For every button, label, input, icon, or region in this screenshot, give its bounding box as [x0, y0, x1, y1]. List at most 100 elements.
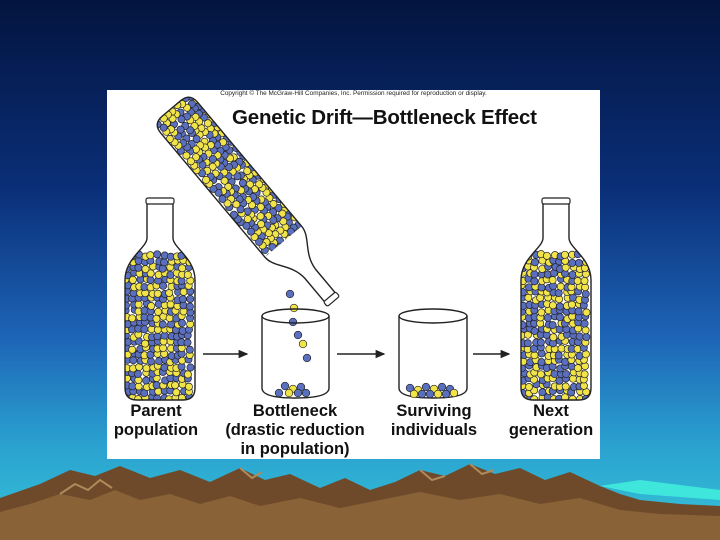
- blue-ball: [575, 308, 582, 315]
- yellow-ball: [549, 302, 556, 309]
- blue-ball: [539, 389, 546, 396]
- blue-ball: [583, 334, 590, 341]
- yellow-ball: [543, 252, 550, 259]
- blue-ball: [531, 259, 538, 266]
- blue-ball: [556, 314, 563, 321]
- surviving-balls: [406, 383, 458, 398]
- blue-ball: [161, 259, 168, 266]
- caption-line: Surviving: [378, 402, 490, 421]
- yellow-ball: [148, 302, 155, 309]
- yellow-ball: [184, 371, 191, 378]
- blue-ball: [187, 295, 194, 302]
- blue-ball: [187, 364, 194, 371]
- yellow-ball: [450, 389, 458, 397]
- caption-bottleneck: Bottleneck (drastic reduction in populat…: [215, 402, 375, 459]
- blue-ball: [556, 303, 563, 310]
- blue-ball: [581, 320, 588, 327]
- yellow-ball: [285, 389, 293, 397]
- yellow-ball: [581, 277, 588, 284]
- blue-ball: [186, 303, 193, 310]
- yellow-ball: [142, 266, 149, 273]
- caption-parent-population: Parent population: [105, 402, 207, 440]
- blue-ball: [569, 271, 576, 278]
- blue-ball: [147, 276, 154, 283]
- copyright-notice: Copyright © The McGraw-Hill Companies, I…: [107, 90, 600, 97]
- blue-ball: [519, 321, 526, 328]
- yellow-ball: [155, 308, 162, 315]
- caption-line: generation: [499, 421, 603, 440]
- mountain-range: [0, 464, 720, 540]
- blue-ball: [143, 377, 150, 384]
- yellow-ball: [550, 334, 557, 341]
- blue-ball: [294, 389, 302, 397]
- falling-balls: [286, 290, 311, 362]
- blue-ball: [538, 359, 545, 366]
- blue-ball: [576, 333, 583, 340]
- caption-line: Next: [499, 402, 603, 421]
- blue-ball: [544, 314, 551, 321]
- blue-ball: [555, 352, 562, 359]
- yellow-ball: [574, 365, 581, 372]
- yellow-ball: [185, 383, 192, 390]
- yellow-ball: [538, 309, 545, 316]
- blue-ball: [153, 382, 160, 389]
- yellow-ball: [166, 315, 173, 322]
- blue-ball: [275, 389, 283, 397]
- blue-ball: [438, 383, 446, 391]
- parent-bottle: [122, 198, 195, 403]
- yellow-ball: [143, 365, 150, 372]
- blue-ball: [442, 390, 450, 398]
- caption-line: individuals: [378, 421, 490, 440]
- blue-ball: [302, 389, 310, 397]
- yellow-ball: [561, 251, 568, 258]
- yellow-ball: [299, 340, 307, 348]
- blue-ball: [524, 340, 531, 347]
- blue-ball: [130, 357, 137, 364]
- yellow-ball: [180, 288, 187, 295]
- blue-ball: [518, 365, 525, 372]
- blue-ball: [161, 364, 168, 371]
- yellow-ball: [155, 388, 162, 395]
- yellow-ball: [290, 304, 298, 312]
- blue-ball: [537, 339, 544, 346]
- yellow-ball: [562, 264, 569, 271]
- yellow-ball: [142, 340, 149, 347]
- yellow-ball: [434, 390, 442, 398]
- blue-ball: [531, 278, 538, 285]
- blue-ball: [531, 271, 538, 278]
- yellow-ball: [154, 290, 161, 297]
- parent-balls: [122, 251, 194, 403]
- blue-ball: [123, 252, 130, 259]
- blue-ball: [418, 390, 426, 398]
- yellow-ball: [173, 389, 180, 396]
- blue-ball: [551, 370, 558, 377]
- yellow-ball: [581, 371, 588, 378]
- yellow-ball: [525, 294, 532, 301]
- blue-ball: [141, 326, 148, 333]
- yellow-ball: [574, 277, 581, 284]
- blue-ball: [281, 382, 289, 390]
- yellow-ball: [537, 371, 544, 378]
- blue-ball: [531, 327, 538, 334]
- yellow-ball: [557, 283, 564, 290]
- yellow-ball: [525, 383, 532, 390]
- blue-ball: [179, 327, 186, 334]
- blue-ball: [286, 290, 294, 298]
- yellow-ball: [160, 345, 167, 352]
- caption-line: Bottleneck: [215, 402, 375, 421]
- blue-ball: [569, 259, 576, 266]
- yellow-ball: [172, 382, 179, 389]
- blue-ball: [289, 318, 297, 326]
- blue-ball: [159, 321, 166, 328]
- next-generation-bottle: [518, 198, 591, 403]
- blue-ball: [294, 331, 302, 339]
- blue-ball: [426, 390, 434, 398]
- yellow-ball: [129, 346, 136, 353]
- blue-ball: [179, 296, 186, 303]
- blue-ball: [303, 354, 311, 362]
- blue-ball: [135, 264, 142, 271]
- blue-ball: [154, 333, 161, 340]
- bottleneck-beaker: [262, 309, 329, 398]
- surviving-beaker: [399, 309, 467, 398]
- caption-line: (drastic reduction: [215, 421, 375, 440]
